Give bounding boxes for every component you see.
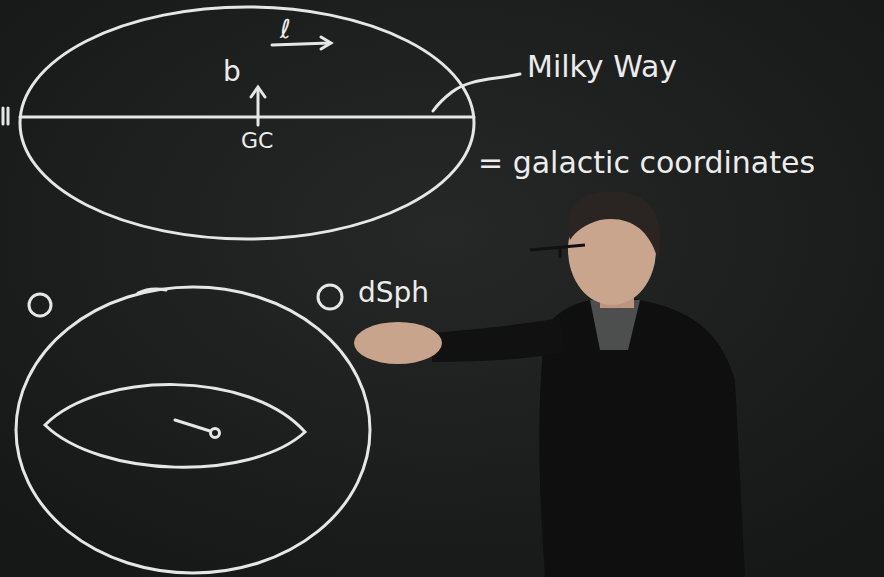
lecturer [354,191,745,577]
sun-dot [211,429,220,438]
galactic-plane [20,116,474,119]
sky-map-ellipse: b ℓGC [18,5,476,241]
arrow-head [251,87,265,97]
aitoff-outline [20,7,474,239]
lecturer-hair [568,191,660,260]
chalk-mark [2,108,5,124]
halo-outline [16,287,370,573]
lecturer-hand [354,322,442,364]
leader-line [433,74,520,111]
lecturer-arm [432,318,565,362]
sky-map-outline [18,5,476,241]
dwarf-galaxy-circle [318,285,342,309]
latitude-symbol: b [223,57,241,88]
disk-outline [45,385,305,468]
chalk-mark [7,108,10,124]
arrow-head [321,37,331,49]
dwarf-spheroidal-label: dSph [358,278,429,309]
milky-way-label: Milky Way [527,50,677,83]
lecturer-body [539,297,745,577]
galactic-center-label: GC [241,129,273,153]
latitude-arrow [257,89,260,125]
dwarf-galaxy-circle [29,294,51,316]
coordinates-note: = galactic coordinates [478,146,815,179]
chalk-mark [138,289,166,293]
lecturer-glasses [530,245,585,258]
sun-pointer [175,420,210,431]
longitude-symbol: ℓ [280,15,291,44]
